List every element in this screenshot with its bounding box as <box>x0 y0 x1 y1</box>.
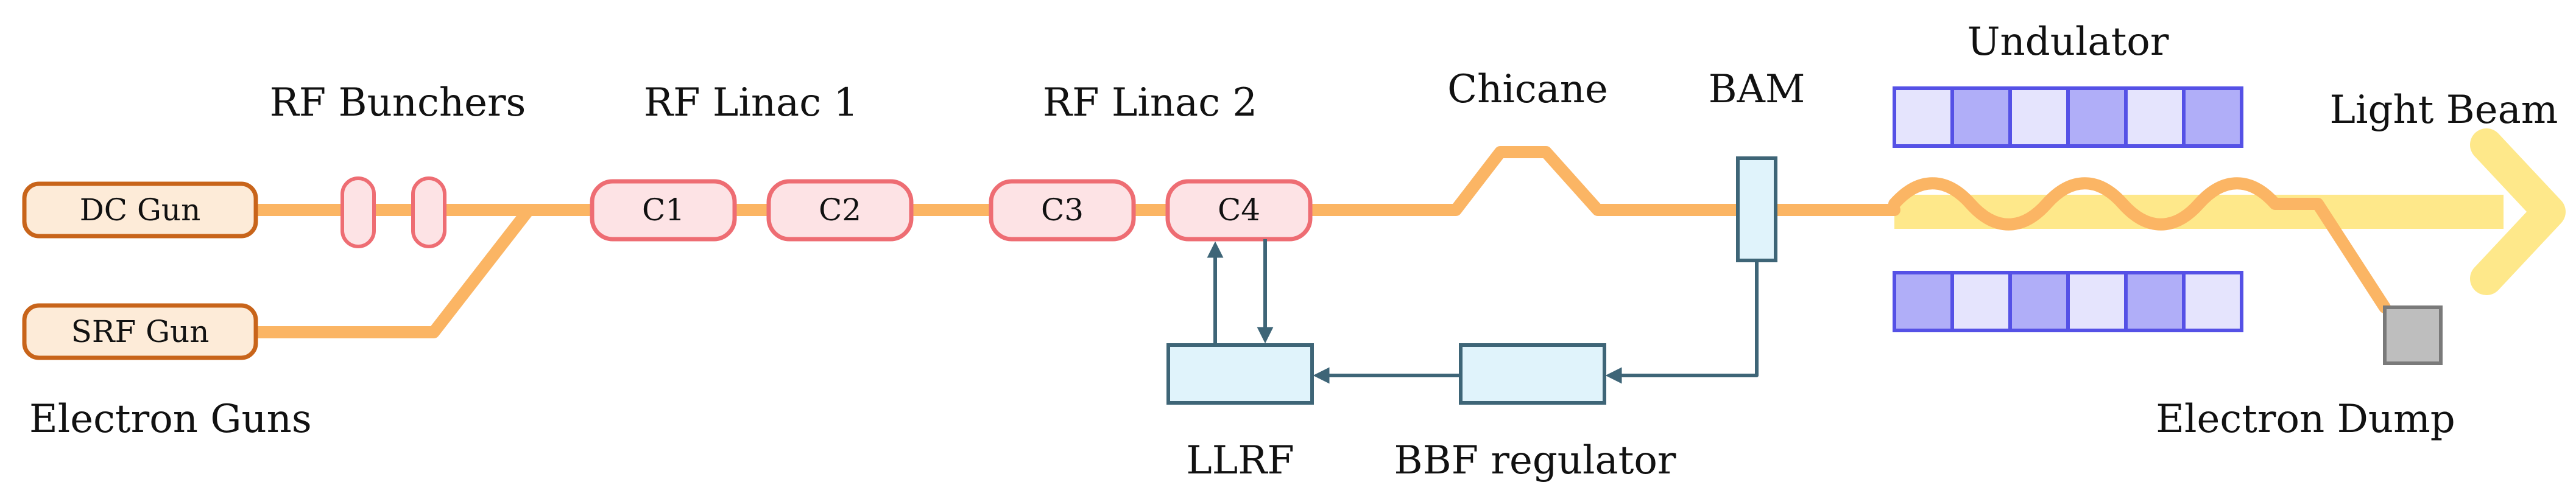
cavity-c4: C4 <box>1165 179 1313 242</box>
cavity-c3-label: C3 <box>1041 192 1084 228</box>
undulator-label: Undulator <box>1967 19 2169 65</box>
dc-gun-label: DC Gun <box>80 192 201 228</box>
electron-dump-block <box>2383 305 2443 365</box>
llrf-box <box>1166 343 1314 405</box>
bbf-regulator-label: BBF regulator <box>1394 438 1676 483</box>
bam-monitor <box>1736 156 1777 262</box>
rf-linac-1-label: RF Linac 1 <box>644 80 858 125</box>
undulator-bottom <box>1893 271 2243 332</box>
rf-linac-2-label: RF Linac 2 <box>1043 80 1257 125</box>
srf-gun: SRF Gun <box>22 303 258 360</box>
cavity-c4-label: C4 <box>1218 192 1260 228</box>
rf-bunchers-label: RF Bunchers <box>270 80 526 125</box>
bam-to-bbf-arrow <box>1605 260 1759 384</box>
beamline-srf-branch <box>250 204 535 338</box>
buncher-1 <box>341 176 376 248</box>
undulator-top <box>1893 86 2243 148</box>
rf-bunchers <box>341 176 446 248</box>
electron-dump-label: Electron Dump <box>2156 397 2455 442</box>
srf-gun-label: SRF Gun <box>71 314 210 349</box>
buncher-2 <box>411 176 446 248</box>
bbf-regulator-box <box>1459 343 1606 405</box>
electron-guns-label: Electron Guns <box>29 397 312 442</box>
light-beam-label: Light Beam <box>2330 88 2558 133</box>
beamline-undulator-wiggle <box>1888 177 2391 313</box>
chicane-label: Chicane <box>1447 67 1608 112</box>
dc-gun: DC Gun <box>22 181 258 239</box>
cavity-c2: C2 <box>766 179 914 242</box>
cavity-c1-label: C1 <box>642 192 685 228</box>
bam-label: BAM <box>1709 67 1805 112</box>
feedback-loop <box>1207 239 1759 384</box>
cavity-c3: C3 <box>989 179 1136 242</box>
cavity-c1: C1 <box>590 179 737 242</box>
light-beam-arrowhead <box>2470 128 2566 295</box>
cavity-c2-label: C2 <box>819 192 861 228</box>
light-beam <box>1894 128 2566 295</box>
llrf-label: LLRF <box>1186 438 1294 483</box>
